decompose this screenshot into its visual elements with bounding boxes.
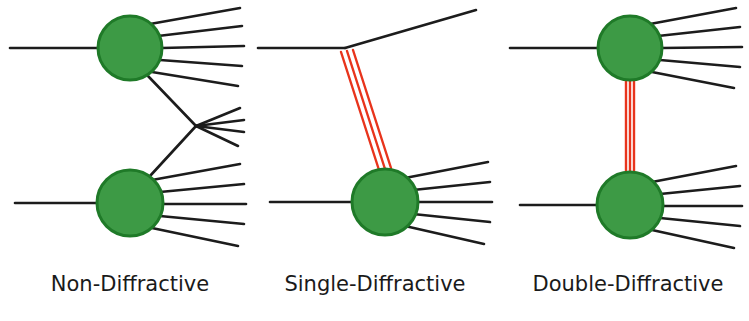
diagram-caption: Single-Diffractive — [284, 272, 465, 297]
diagram-caption: Non-Diffractive — [51, 272, 209, 297]
diagram-caption: Double-Diffractive — [533, 272, 724, 297]
